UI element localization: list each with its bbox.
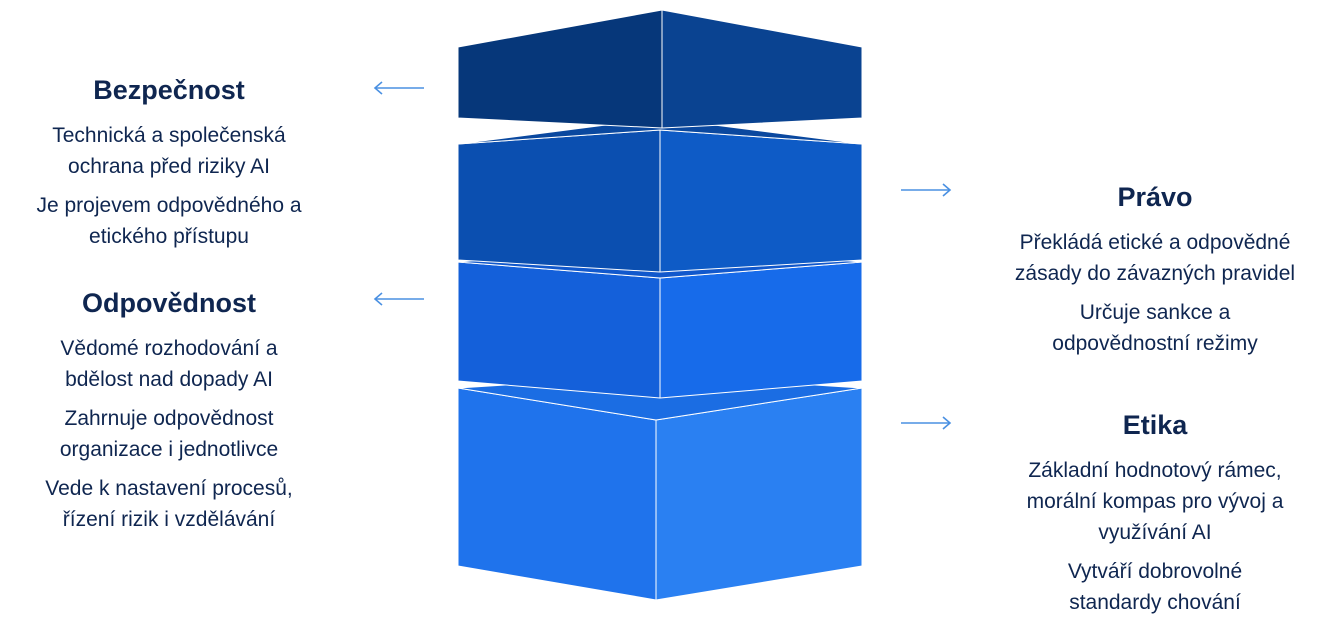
block-etika: Etika Základní hodnotový rámec, morální … (985, 408, 1325, 618)
tier-pravo-left-face (457, 129, 661, 273)
block-title: Bezpečnost (93, 75, 245, 105)
block-text-line: Určuje sankce a odpovědnostní režimy (1052, 301, 1258, 355)
block-text-line: Zahrnuje odpovědnost organizace i jednot… (59, 407, 279, 461)
tier-etika-right-face (655, 387, 863, 601)
block-text-line: Základní hodnotový rámec, morální kompas… (1026, 459, 1284, 544)
block-text-line: Technická a společenská ochrana před riz… (52, 124, 286, 178)
block-text-line: Vede k nastavení procesů, řízení rizik i… (45, 477, 293, 531)
block-odpovednost: Odpovědnost Vědomé rozhodování a bdělost… (0, 286, 338, 535)
tier-etika-left-face (457, 387, 657, 601)
tier-odpovednost-left-face (457, 261, 661, 399)
block-text-line: Překládá etické a odpovědné zásady do zá… (1014, 231, 1296, 285)
tier-etika (457, 374, 863, 601)
arrow-left-bezpecnost (373, 81, 424, 95)
block-text-line: Je projevem odpovědného a etického příst… (36, 194, 302, 248)
block-text-line: Vědomé rozhodování a bdělost nad dopady … (60, 337, 278, 391)
tier-bezpecnost-left-face (457, 9, 663, 129)
tier-bezpecnost-right-face (661, 9, 863, 129)
block-pravo: Právo Překládá etické a odpovědné zásady… (990, 180, 1320, 359)
tier-odpovednost-right-face (659, 261, 863, 399)
block-title: Právo (1117, 182, 1193, 212)
arrow-right-etika (901, 416, 952, 430)
block-text-line: Vytváří dobrovolné standardy chování (1067, 560, 1243, 614)
block-title: Etika (1122, 410, 1188, 440)
block-title: Odpovědnost (82, 288, 256, 318)
tier-pravo (457, 117, 863, 273)
arrow-left-odpovednost (373, 292, 424, 306)
tier-bezpecnost (457, 9, 863, 129)
arrow-right-pravo (901, 183, 952, 197)
tier-pravo-right-face (659, 129, 863, 273)
block-bezpecnost: Bezpečnost Technická a společenská ochra… (0, 73, 338, 252)
